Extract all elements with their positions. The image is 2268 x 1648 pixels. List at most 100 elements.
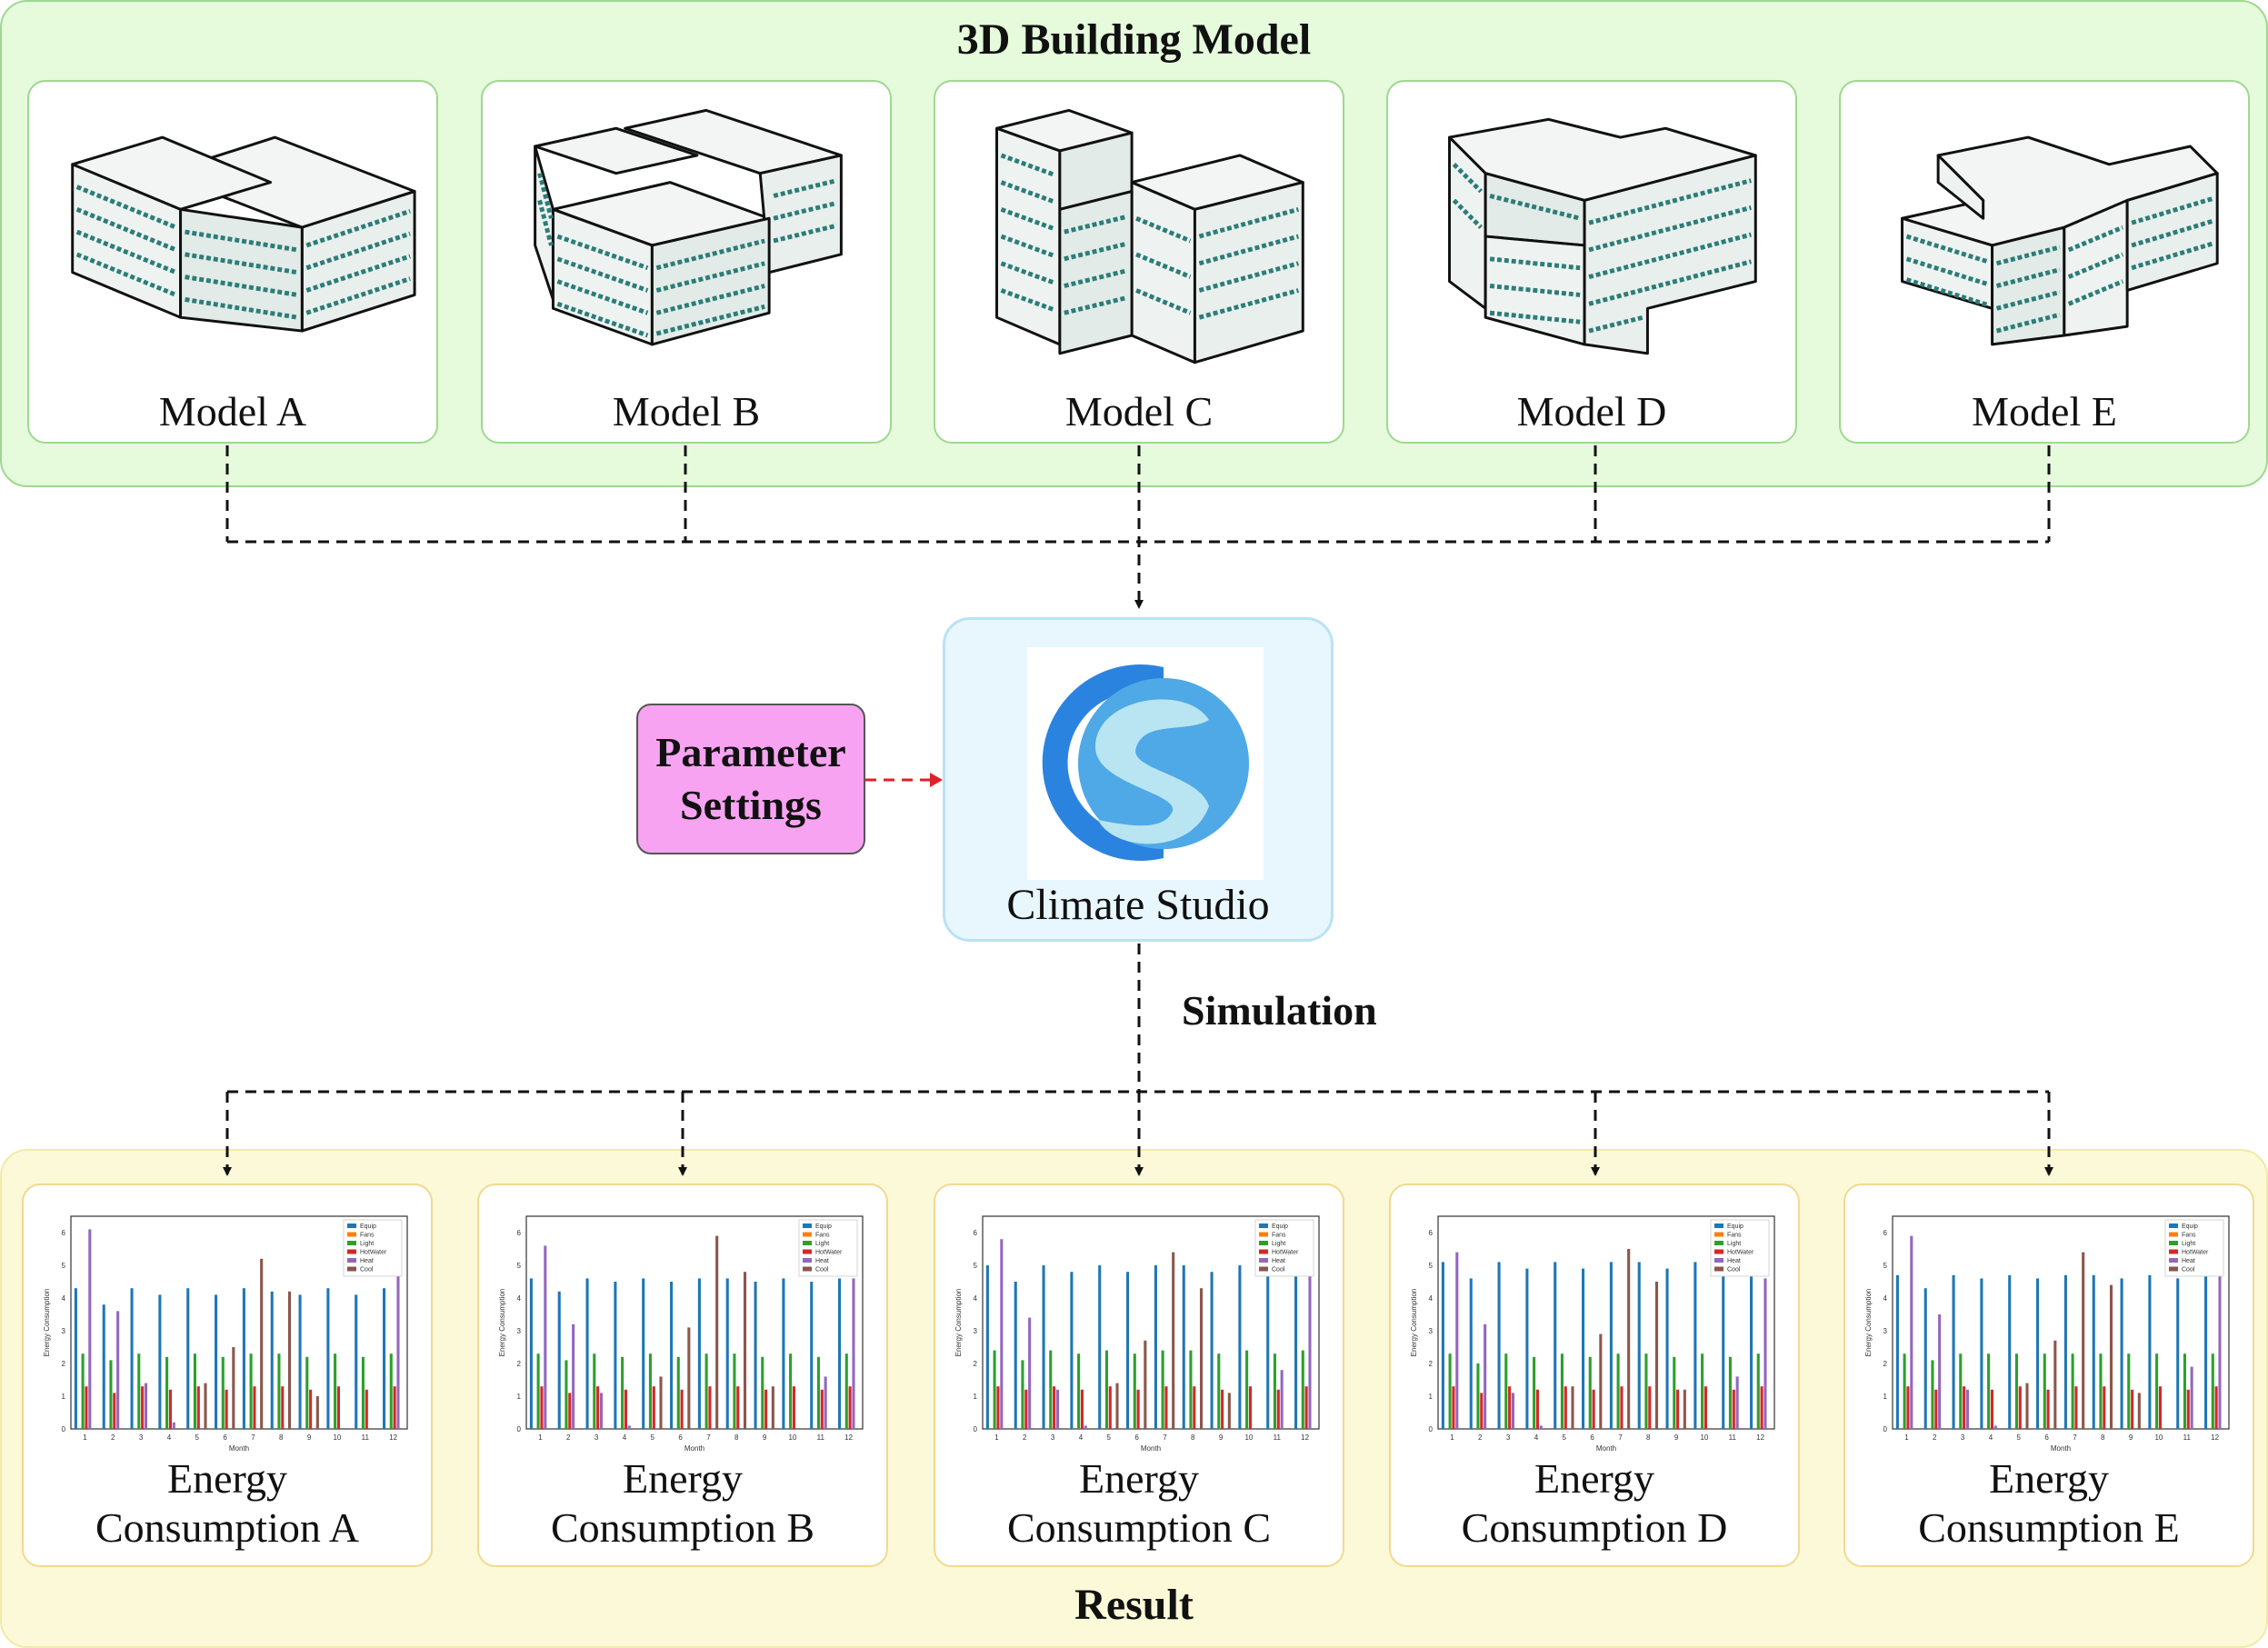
bar-equip <box>383 1288 386 1429</box>
y-tick-label: 6 <box>517 1229 522 1237</box>
bar-hotwater <box>2074 1386 2078 1429</box>
bar-light <box>137 1353 141 1429</box>
bar-light <box>193 1353 196 1429</box>
x-tick-label: 5 <box>651 1433 655 1442</box>
x-tick-label: 5 <box>2017 1433 2022 1442</box>
bar-heat <box>1965 1389 1970 1429</box>
x-axis-label: Month <box>1596 1444 1616 1453</box>
bar-light <box>565 1360 568 1429</box>
legend-label: Fans <box>1727 1233 1742 1239</box>
bar-light <box>2211 1353 2214 1429</box>
legend-label: HotWater <box>815 1250 843 1256</box>
y-tick-label: 6 <box>974 1229 978 1237</box>
bar-heat <box>572 1323 575 1429</box>
building-three-block-icon <box>534 108 843 346</box>
x-tick-label: 3 <box>1051 1433 1055 1442</box>
legend-swatch <box>1714 1258 1723 1263</box>
bar-hotwater <box>792 1386 795 1429</box>
bar-light <box>1104 1350 1108 1429</box>
legend-label: Equip <box>1727 1224 1743 1230</box>
bar-light <box>1448 1353 1452 1429</box>
energy-label: Energy Consumption B <box>479 1454 886 1553</box>
bar-light <box>1644 1353 1648 1429</box>
bar-cool <box>1599 1333 1603 1429</box>
model-card-d: Model D <box>1386 80 1797 444</box>
legend-label: Cool <box>1727 1267 1741 1273</box>
x-axis-label: Month <box>1141 1444 1161 1453</box>
y-tick-label: 5 <box>1883 1262 1888 1270</box>
bar-cool <box>260 1258 264 1429</box>
bar-light <box>1560 1353 1564 1429</box>
bar-hotwater <box>680 1389 684 1429</box>
legend-swatch <box>347 1249 356 1254</box>
bar-heat <box>852 1278 855 1429</box>
bar-light <box>1588 1356 1592 1429</box>
x-tick-label: 9 <box>2129 1433 2133 1442</box>
x-tick-label: 7 <box>1163 1433 1167 1442</box>
bar-hotwater <box>393 1386 396 1429</box>
y-tick-label: 0 <box>1883 1425 1888 1433</box>
x-tick-label: 11 <box>2183 1433 2192 1442</box>
bar-hotwater <box>708 1386 712 1429</box>
bar-hotwater <box>1480 1393 1484 1429</box>
bar-equip <box>2148 1274 2152 1429</box>
legend-label: Equip <box>815 1224 832 1230</box>
plot-frame <box>70 1215 408 1430</box>
x-tick-label: 6 <box>1134 1433 1139 1442</box>
legend-label: Heat <box>360 1258 374 1264</box>
climate-studio-box: Climate Studio <box>943 617 1334 942</box>
legend-label: Cool <box>2182 1267 2195 1273</box>
bar-heat <box>2218 1268 2222 1429</box>
bar-light <box>1189 1350 1193 1429</box>
y-tick-label: 1 <box>974 1393 978 1401</box>
y-tick-label: 0 <box>1429 1425 1434 1433</box>
bar-light <box>361 1356 365 1429</box>
y-axis-label: Energy Consumption <box>498 1289 506 1357</box>
x-tick-label: 9 <box>1674 1433 1679 1442</box>
x-tick-label: 10 <box>333 1433 341 1442</box>
building-stepped-icon <box>1448 117 1757 355</box>
bar-hotwater <box>1248 1386 1252 1429</box>
legend-swatch <box>803 1224 812 1228</box>
legend-label: Fans <box>1272 1233 1286 1239</box>
bar-equip <box>1980 1278 1983 1429</box>
bar-heat <box>1763 1278 1767 1429</box>
bar-cool <box>1199 1288 1204 1429</box>
x-tick-label: 4 <box>623 1433 627 1442</box>
bar-hotwater <box>336 1386 340 1429</box>
legend-label: Light <box>2182 1241 2195 1247</box>
energy-label: Energy Consumption A <box>24 1454 431 1553</box>
bar-cool <box>771 1386 774 1429</box>
bar-heat <box>1084 1425 1087 1429</box>
bar-equip <box>585 1278 589 1429</box>
building-tower-icon <box>995 108 1304 365</box>
bar-hotwater <box>2131 1389 2134 1429</box>
bar-hotwater <box>281 1386 285 1429</box>
bar-light <box>334 1353 337 1429</box>
bar-cool <box>2109 1284 2113 1429</box>
legend-swatch <box>2169 1266 2178 1272</box>
climate-studio-label: Climate Studio <box>1006 881 1270 929</box>
bar-equip <box>102 1304 105 1429</box>
bar-equip <box>529 1278 533 1429</box>
legend-swatch <box>1714 1224 1723 1228</box>
bar-equip <box>1722 1268 1725 1429</box>
bar-light <box>1616 1353 1620 1429</box>
bar-hotwater <box>1108 1386 1112 1429</box>
bar-equip <box>1014 1282 1017 1429</box>
y-tick-label: 3 <box>1429 1327 1434 1335</box>
x-tick-label: 4 <box>1534 1433 1539 1442</box>
bar-light <box>676 1356 680 1429</box>
bar-light <box>648 1353 652 1429</box>
x-tick-label: 5 <box>195 1433 200 1442</box>
y-tick-label: 1 <box>1429 1393 1434 1401</box>
bar-equip <box>557 1291 561 1429</box>
x-tick-label: 1 <box>994 1433 999 1442</box>
bar-cool <box>687 1327 691 1429</box>
bar-light <box>2014 1353 2018 1429</box>
bar-cool <box>659 1376 663 1429</box>
legend-swatch <box>347 1266 356 1272</box>
x-tick-label: 10 <box>1244 1433 1253 1442</box>
